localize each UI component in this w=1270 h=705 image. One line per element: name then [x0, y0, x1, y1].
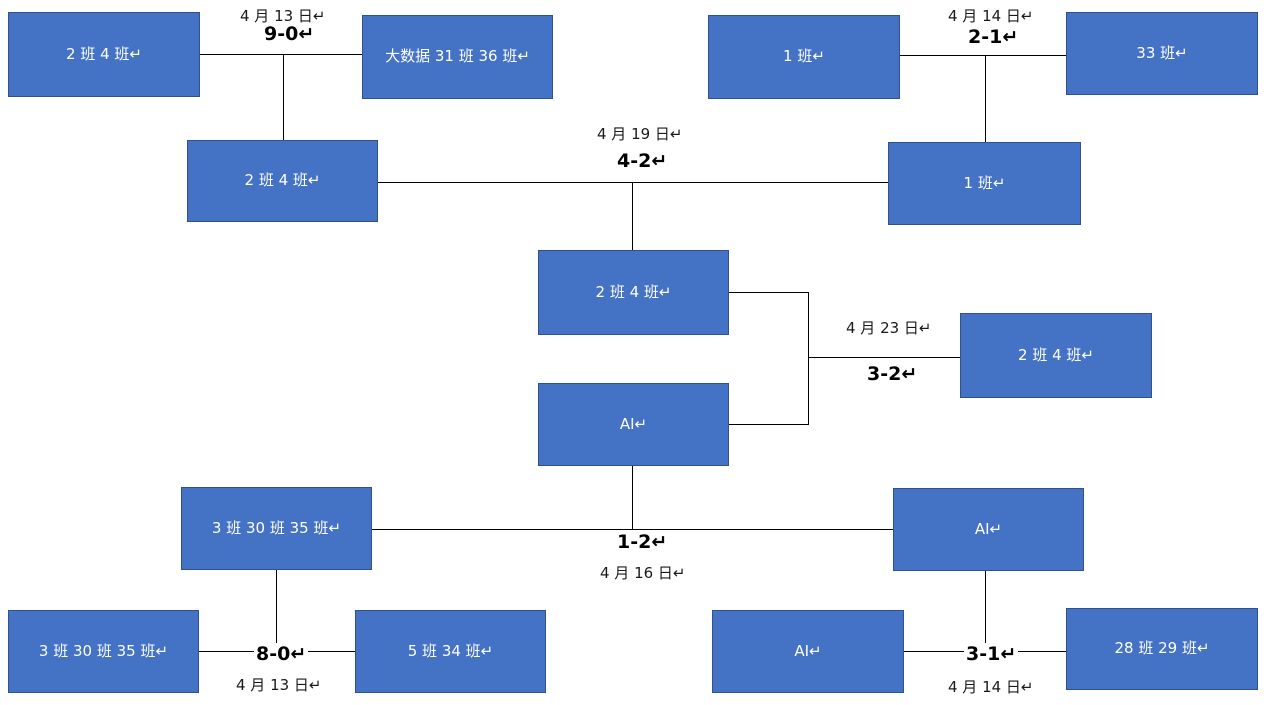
team-box-top-right-round1-b[interactable]: 33 班↵ [1066, 12, 1258, 95]
connector-line-final-v [808, 292, 809, 425]
team-box-bottom-right-round1-b[interactable]: 28 班 29 班↵ [1066, 608, 1258, 690]
team-box-champion[interactable]: 2 班 4 班↵ [960, 313, 1152, 398]
connector-line-final-out-h [808, 357, 960, 358]
match-date-bottom-right: 4 月 14 日↵ [946, 676, 1036, 697]
team-box-semifinal-bottom[interactable]: AI↵ [538, 383, 729, 466]
match-score-final: 3-2↵ [865, 363, 920, 385]
match-date-bottom-left: 4 月 13 日↵ [234, 674, 324, 695]
connector-line-semi-top-v [632, 182, 633, 250]
connector-line-bottom-left-v [276, 570, 277, 651]
team-box-top-right-round2[interactable]: 1 班↵ [888, 142, 1081, 225]
match-score-bottom-left: 8-0↵ [254, 643, 309, 665]
match-date-final: 4 月 23 日↵ [844, 317, 934, 338]
connector-line-semi-bottom-v [632, 466, 633, 529]
match-score-top-right: 2-1↵ [966, 26, 1021, 48]
connector-line-bottom-right-v [985, 571, 986, 651]
connector-line-semi-bottom-h [372, 529, 893, 530]
match-date-top-right: 4 月 14 日↵ [946, 5, 1036, 26]
team-box-top-left-round1-b[interactable]: 大数据 31 班 36 班↵ [362, 15, 553, 99]
match-score-top-left: 9-0↵ [262, 23, 317, 45]
connector-line-top-left-v [283, 54, 284, 140]
match-date-top-left: 4 月 13 日↵ [238, 5, 328, 26]
team-box-bottom-right-round2[interactable]: AI↵ [893, 488, 1084, 571]
team-box-bottom-right-round1-a[interactable]: AI↵ [712, 610, 904, 693]
match-date-semi-top: 4 月 19 日↵ [595, 123, 685, 144]
connector-line-final-upper-h [729, 292, 809, 293]
team-box-bottom-left-round2[interactable]: 3 班 30 班 35 班↵ [181, 487, 372, 570]
connector-line-top-right-h [900, 55, 1066, 56]
team-box-top-left-round2[interactable]: 2 班 4 班↵ [187, 140, 378, 222]
connector-line-top-right-v [985, 55, 986, 142]
team-box-bottom-left-round1-a[interactable]: 3 班 30 班 35 班↵ [8, 610, 199, 693]
connector-line-top-left-h [200, 54, 362, 55]
connector-line-final-lower-h [729, 424, 809, 425]
team-box-semifinal-top[interactable]: 2 班 4 班↵ [538, 250, 729, 335]
team-box-bottom-left-round1-b[interactable]: 5 班 34 班↵ [355, 610, 546, 693]
team-box-top-left-round1-a[interactable]: 2 班 4 班↵ [8, 12, 200, 97]
match-score-semi-top: 4-2↵ [615, 150, 670, 172]
match-score-semi-bottom: 1-2↵ [615, 531, 670, 553]
team-box-top-right-round1-a[interactable]: 1 班↵ [708, 15, 900, 99]
match-date-semi-bottom: 4 月 16 日↵ [598, 562, 688, 583]
connector-line-semi-top-h [378, 182, 888, 183]
match-score-bottom-right: 3-1↵ [964, 643, 1019, 665]
